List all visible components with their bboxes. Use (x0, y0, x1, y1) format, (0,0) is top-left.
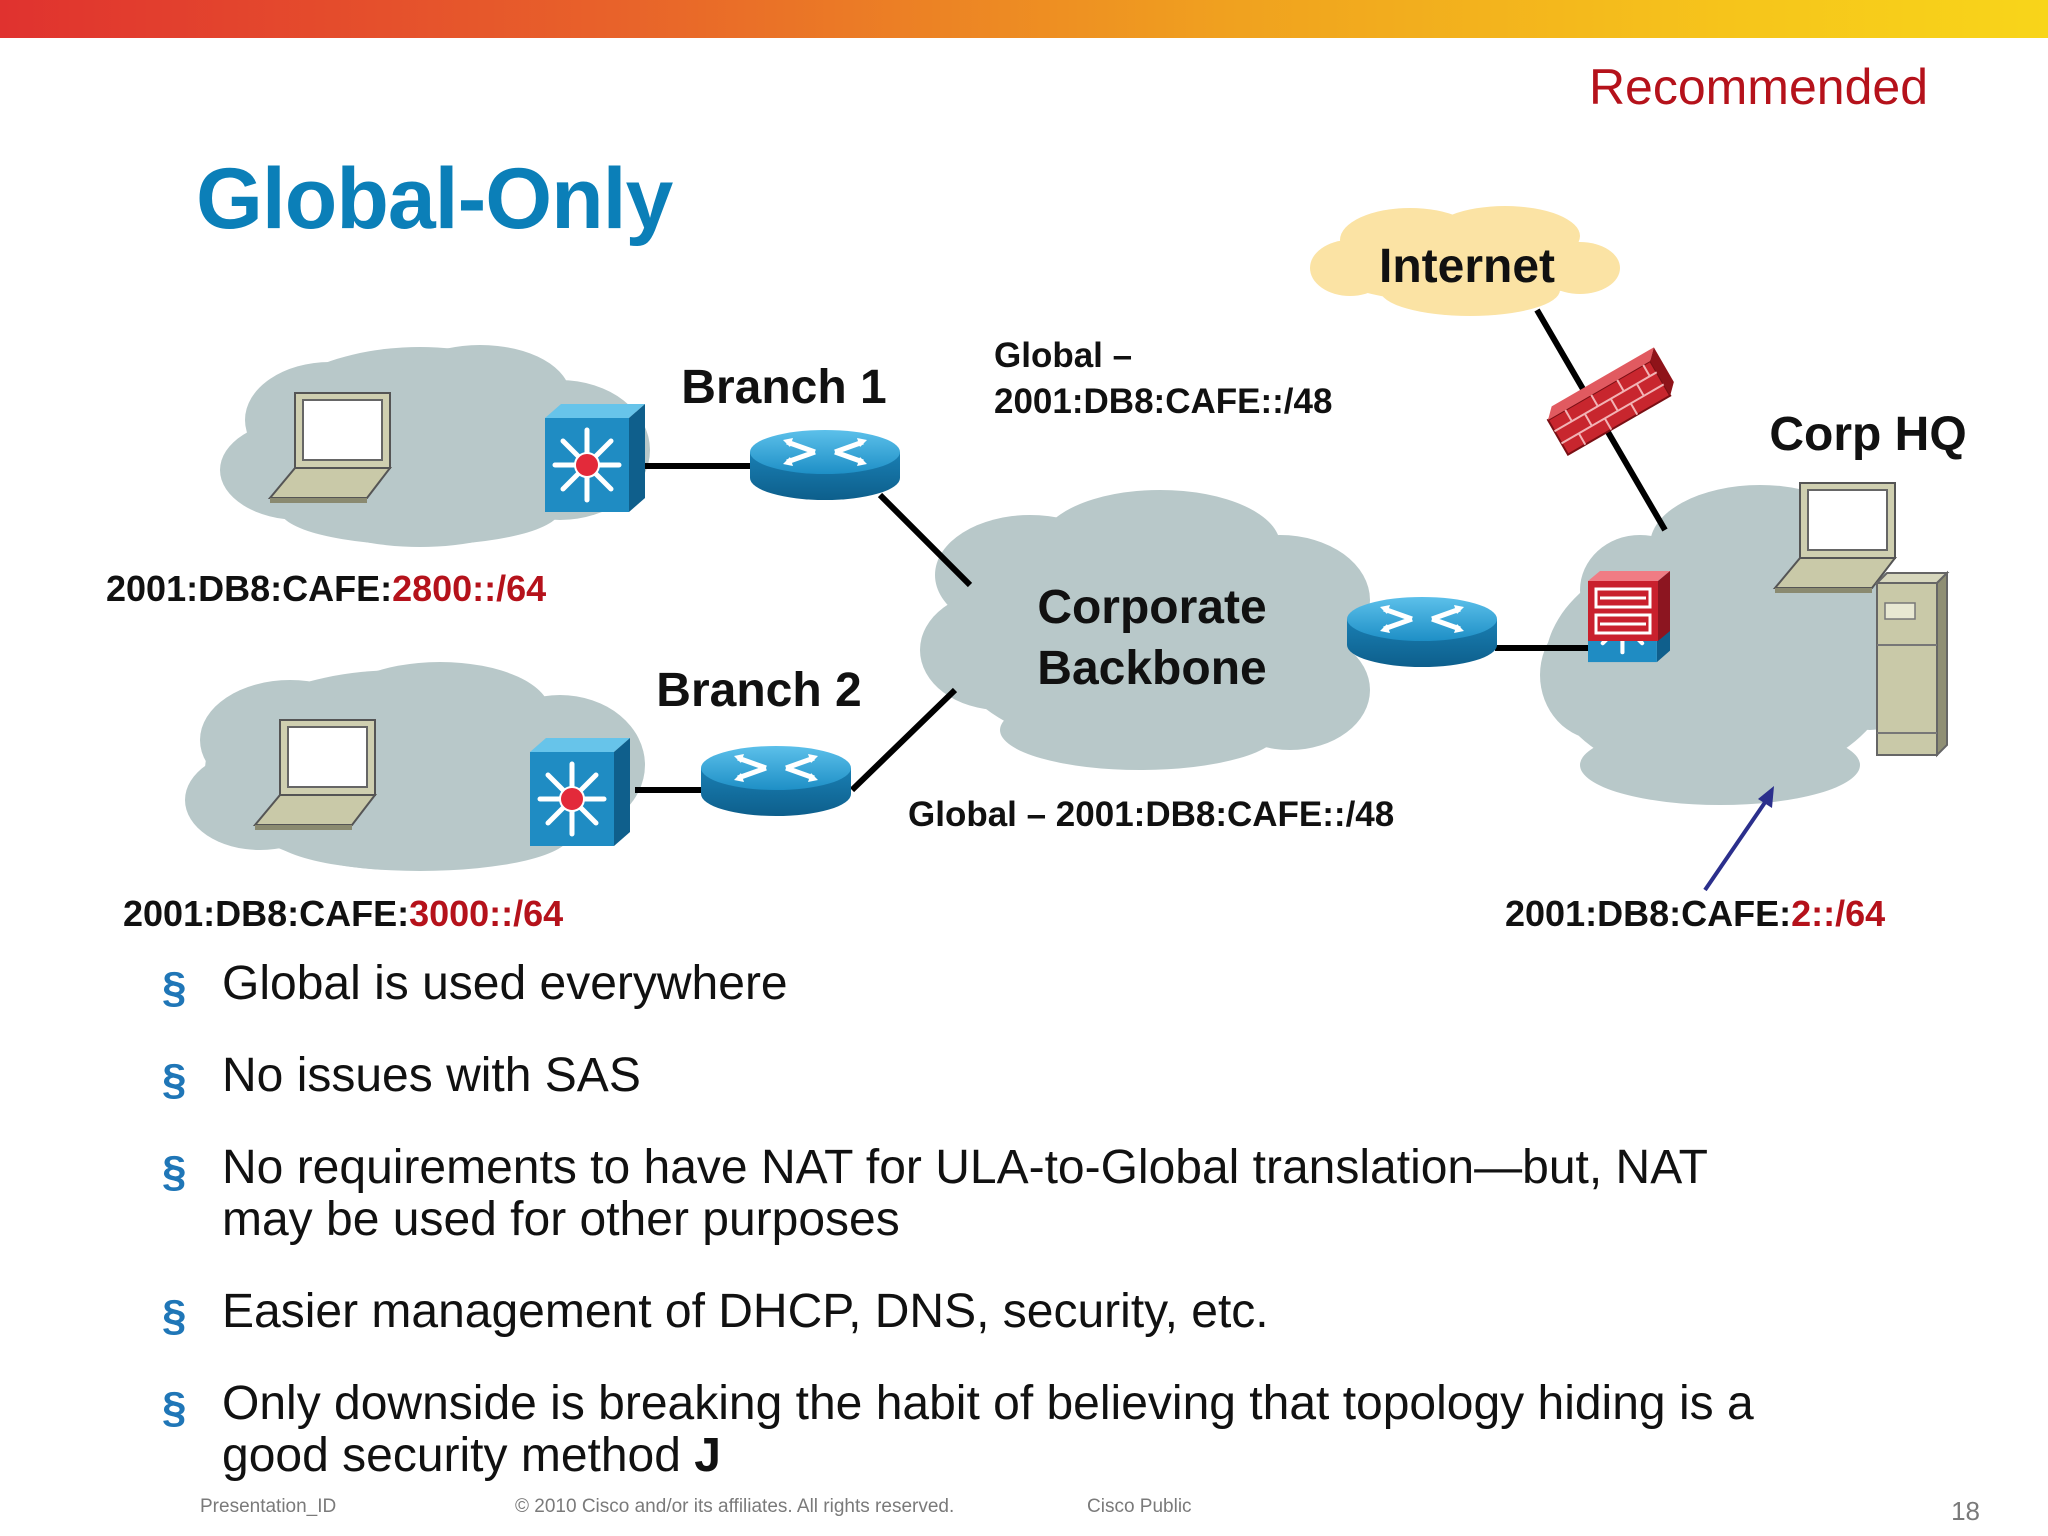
bullet-text: Easier management of DHCP, DNS, security… (222, 1285, 1269, 1338)
footer-classification: Cisco Public (1087, 1496, 1192, 1517)
bullet-marker-icon: § (162, 1055, 187, 1104)
branch2-prefix-label: 2001:DB8:CAFE:3000::/64 (123, 893, 563, 934)
network-diagram: Internet Corp HQ Branch 1 Branch 2 Corpo… (106, 206, 1967, 934)
global-top-line1: Global – (994, 336, 1132, 375)
page-number: 18 (1951, 1496, 1980, 1526)
hq-server-icon (1874, 570, 1950, 758)
slide-title: Global-Only (196, 151, 673, 247)
bullet-text-continued: may be used for other purposes (222, 1193, 900, 1246)
hq-arrow-icon (1703, 786, 1774, 892)
internet-cloud (1310, 206, 1620, 316)
hq-firewall-module-icon (1588, 571, 1670, 641)
bullet-item: § Global is used everywhere (160, 957, 1960, 1013)
bullet-marker-icon: § (162, 1383, 187, 1432)
bullet-marker-icon: § (162, 963, 187, 1012)
smiley-icon: J (694, 1429, 721, 1482)
branch2-router-icon (701, 746, 851, 816)
bullet-item: § Only downside is breaking the habit of… (160, 1378, 1960, 1482)
bullet-text: Only downside is breaking the habit of b… (222, 1377, 1754, 1430)
branch2-switch-icon (530, 738, 630, 846)
backbone-label-line1: Corporate (1037, 581, 1266, 634)
top-color-bar (0, 0, 2048, 38)
footer-copyright: © 2010 Cisco and/or its affiliates. All … (515, 1496, 955, 1517)
firewall-icon (1546, 347, 1674, 457)
bullet-marker-icon: § (162, 1147, 187, 1196)
bullet-text: No requirements to have NAT for ULA-to-G… (222, 1141, 1708, 1194)
internet-label: Internet (1379, 240, 1555, 293)
bullet-text: Global is used everywhere (222, 957, 788, 1010)
bullet-item: § No issues with SAS (160, 1049, 1960, 1105)
bullet-item: § Easier management of DHCP, DNS, securi… (160, 1285, 1960, 1341)
bullet-marker-icon: § (162, 1291, 187, 1340)
branch1-label: Branch 1 (681, 361, 886, 414)
global-bottom-label: Global – 2001:DB8:CAFE::/48 (908, 795, 1394, 834)
backbone-label-line2: Backbone (1037, 642, 1266, 695)
branch1-router-icon (750, 430, 900, 500)
bullet-text-continued: good security method (222, 1429, 695, 1482)
bullet-item: § No requirements to have NAT for ULA-to… (160, 1142, 1960, 1246)
bullet-text: No issues with SAS (222, 1049, 641, 1102)
corp-hq-label: Corp HQ (1769, 408, 1966, 461)
footer-presentation-id: Presentation_ID (200, 1496, 337, 1517)
recommended-label: Recommended (1588, 59, 1928, 115)
backbone-cloud (920, 490, 1370, 770)
hq-prefix-label: 2001:DB8:CAFE:2::/64 (1505, 893, 1885, 934)
branch2-label: Branch 2 (656, 664, 861, 717)
branch1-prefix-label: 2001:DB8:CAFE:2800::/64 (106, 568, 546, 609)
branch1-switch-icon (545, 404, 645, 512)
global-top-line2: 2001:DB8:CAFE::/48 (994, 382, 1332, 421)
bullet-list: § Global is used everywhere § No issues … (160, 958, 1960, 1522)
backbone-router-icon (1347, 597, 1497, 667)
